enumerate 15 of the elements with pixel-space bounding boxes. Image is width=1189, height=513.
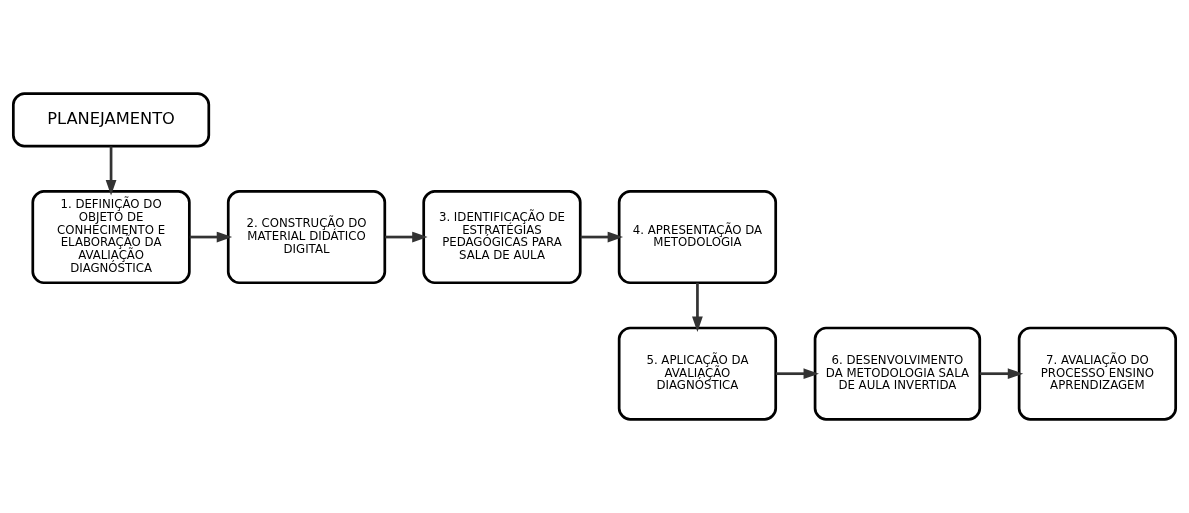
node-box: 6. DESENVOLVIMENTO DA METODOLOGIA SALA DE AULA INVERTIDA — [813, 326, 982, 421]
arrow — [775, 368, 819, 380]
node-box: 7. AVALIAÇÃO DO PROCESSO ENSINO APRENDIZAGEM — [1017, 326, 1178, 421]
node-box: 5. APLICAÇÃO DA AVALIAÇÃO DIAGNÓSTICA — [617, 326, 778, 421]
arrow — [979, 368, 1024, 380]
arrow — [189, 231, 233, 243]
arrow — [692, 282, 703, 332]
node-box: 4. APRESENTAÇÃO DA METODOLOGIA — [617, 190, 778, 285]
node-box: 2. CONSTRUÇÃO DO MATERIAL DIDÁTICO DIGITAL — [226, 190, 387, 285]
node-box: 3. IDENTIFICAÇÃO DE ESTRATÉGIAS PEDAGÓGICAS PARA SALA DE AULA — [422, 190, 582, 285]
arrow — [580, 231, 624, 243]
arrow — [105, 146, 117, 196]
node-box: PLANEJAMENTO — [11, 92, 211, 148]
arrow — [385, 231, 428, 243]
node-box: 1. DEFINIÇÃO DO OBJETO DE CONHECIMENTO E ELABORAÇÃO DA AVALIAÇÃO DIAGNÓSTICA — [31, 190, 191, 285]
